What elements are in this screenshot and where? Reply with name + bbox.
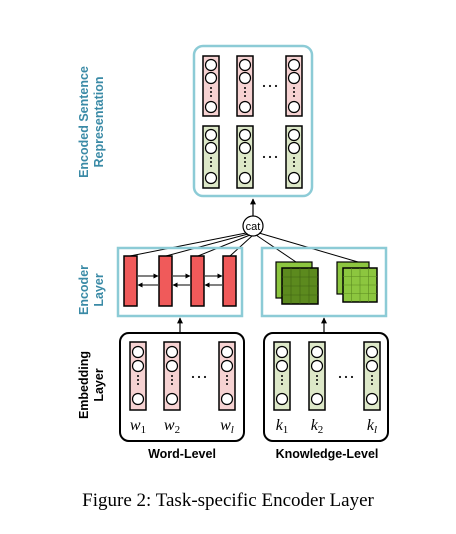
encoder-layer-label-line2: Layer	[92, 273, 106, 306]
knowledge-embedding-columns	[273, 341, 381, 411]
word-level-label: Word-Level	[148, 447, 216, 461]
cat-label: cat	[246, 221, 261, 233]
encoder-layer-label-line1: Encoder	[77, 265, 91, 315]
knowledge-embedding-column-3	[363, 341, 381, 411]
bilstm-blocks	[123, 255, 237, 307]
word-token-2: w2	[164, 417, 180, 436]
word-embedding-columns	[129, 341, 236, 411]
encoded-green-column-3	[285, 125, 303, 189]
knowledge-token-2: k2	[311, 417, 324, 436]
encoded-representation-box	[192, 44, 314, 198]
cnn-stack-1	[275, 261, 319, 305]
embedding-layer-label-line2: Layer	[92, 368, 106, 401]
encoded-green-column-2	[236, 125, 254, 189]
knowledge-level-label: Knowledge-Level	[276, 447, 379, 461]
word-embedding-column-2	[163, 341, 181, 411]
word-embedding-box	[119, 332, 245, 442]
encoded-top-ellipsis: ···	[261, 76, 279, 96]
encoded-pink-column-1	[202, 55, 220, 117]
encoded-sentence-label-line1: Encoded Sentence	[77, 66, 91, 178]
embedding-layer-label-line1: Embedding	[77, 351, 91, 419]
encoded-pink-columns	[202, 55, 303, 117]
bilstm-arrows	[137, 273, 223, 288]
bilstm-block-1	[123, 255, 138, 307]
bilstm-block-3	[190, 255, 205, 307]
cat-node	[242, 215, 264, 237]
encoded-sentence-label-line2: Representation	[92, 77, 106, 168]
bilstm-block-2	[158, 255, 173, 307]
word-encoder-box	[116, 246, 244, 318]
encoded-green-column-1	[202, 125, 220, 189]
knowledge-embedding-ellipsis: ···	[337, 367, 355, 387]
word-embedding-ellipsis: ···	[190, 367, 208, 387]
figure-caption: Figure 2: Task-specific Encoder Layer	[82, 490, 374, 511]
word-token-l: wl	[220, 417, 234, 436]
knowledge-embedding-column-1	[273, 341, 291, 411]
knowledge-embedding-column-2	[308, 341, 326, 411]
encoded-pink-column-2	[236, 55, 254, 117]
word-embedding-column-1	[129, 341, 147, 411]
word-token-1: w1	[130, 417, 146, 436]
knowledge-token-l: kl	[367, 417, 377, 436]
cnn-stack-2	[336, 261, 378, 303]
knowledge-embedding-box	[263, 332, 389, 442]
word-embedding-column-3	[218, 341, 236, 411]
encoded-bottom-ellipsis: ···	[261, 147, 279, 167]
encoded-green-columns	[202, 125, 303, 189]
bilstm-block-4	[222, 255, 237, 307]
knowledge-token-1: k1	[276, 417, 289, 436]
knowledge-encoder-box	[260, 246, 388, 318]
encoded-pink-column-3	[285, 55, 303, 117]
